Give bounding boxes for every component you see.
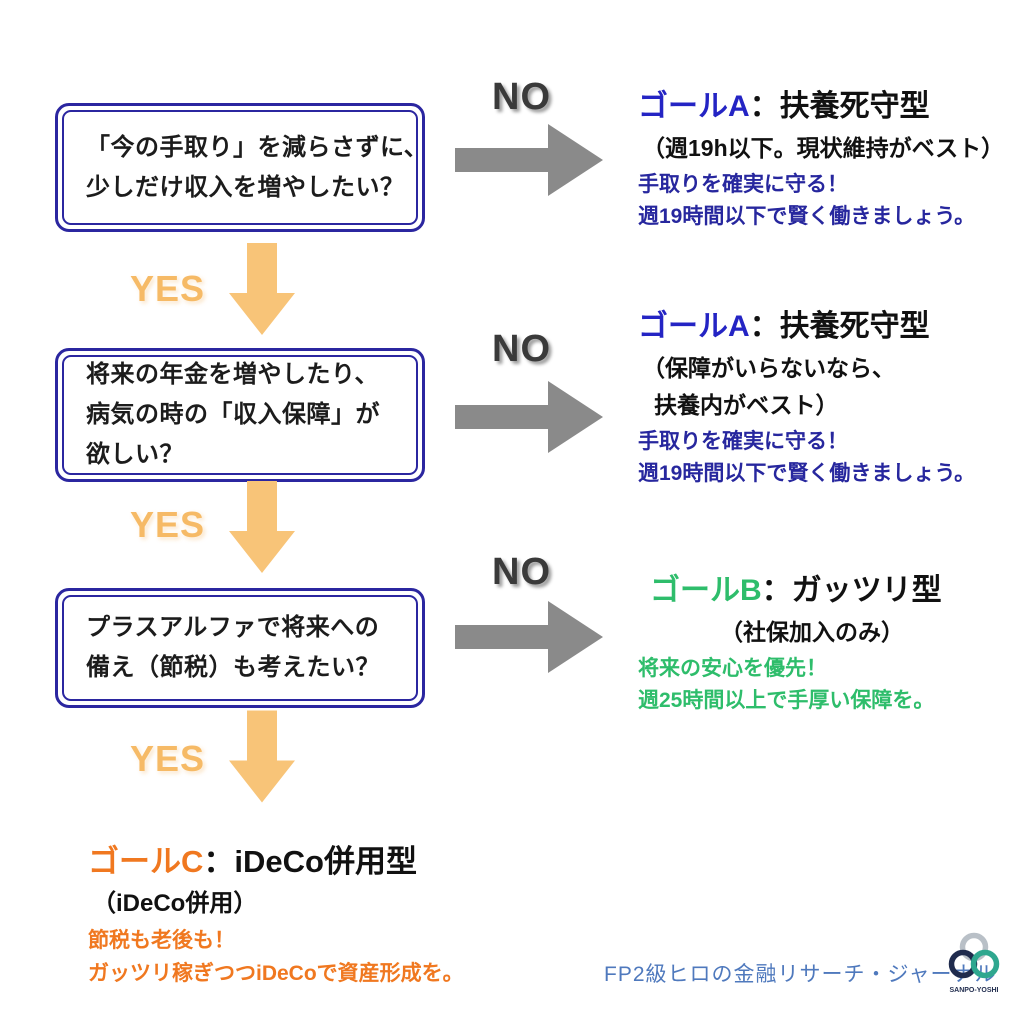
question-2-text: 将来の年金を増やしたり、 病気の時の「収入保障」が 欲しい？	[58, 351, 422, 479]
outcome-b-goal-label: ゴールB	[650, 574, 762, 607]
outcome-a1-subtitle-line: （週19h以下。現状維持がベスト）	[642, 135, 1005, 161]
no-label-1: NO	[492, 76, 551, 118]
outcome-goal-c: ゴールC：iDeCo併用型 （iDeCo併用） 節税も老後も！ ガッツリ稼ぎつつ…	[88, 840, 464, 990]
outcome-c-note-1: 節税も老後も！	[88, 929, 235, 952]
no-arrow-right-1-icon	[455, 124, 603, 196]
question-3-line-1: プラスアルファで将来への	[86, 614, 380, 641]
outcome-a2-note-1: 手取りを確実に守る！	[638, 430, 848, 453]
outcome-a1-note-1: 手取りを確実に守る！	[638, 173, 848, 196]
no-label-2: NO	[492, 328, 551, 370]
question-box-2-inner-frame	[62, 355, 418, 475]
outcome-goal-a-1: ゴールA：扶養死守型 （週19h以下。現状維持がベスト） 手取りを確実に守る！ …	[638, 86, 1004, 233]
no-arrow-right-2-icon	[455, 381, 603, 453]
question-2-line-2: 病気の時の「収入保障」が	[86, 401, 380, 428]
no-label-3: NO	[492, 551, 551, 593]
outcome-b-title-rest: ：ガッツリ型	[761, 574, 942, 607]
outcome-b-title: ゴールB：ガッツリ型	[650, 570, 942, 612]
outcome-b-note-1: 将来の安心を優先！	[638, 657, 827, 680]
question-box-2: 将来の年金を増やしたり、 病気の時の「収入保障」が 欲しい？	[55, 348, 425, 482]
outcome-goal-b: ゴールB：ガッツリ型 （社保加入のみ） 将来の安心を優先！ 週25時間以上で手厚…	[638, 570, 942, 717]
site-name: FP2級ヒロの金融リサーチ・ジャーナル	[604, 963, 997, 986]
outcome-a1-subtitle: （週19h以下。現状維持がベスト）	[642, 130, 1004, 167]
outcome-a2-title-rest: ：扶養死守型	[749, 310, 930, 343]
yes-arrow-down-2-icon	[229, 481, 295, 573]
outcome-a2-notes: 手取りを確実に守る！ 週19時間以下で賢く働きましょう。	[638, 426, 975, 490]
outcome-a2-goal-label: ゴールA	[638, 310, 750, 343]
outcome-c-title-rest: ：iDeCo併用型	[203, 844, 417, 879]
outcome-b-subtitle-line: （社保加入のみ）	[720, 619, 904, 645]
outcome-a1-note-2: 週19時間以下で賢く働きましょう。	[638, 205, 976, 228]
outcome-a2-subtitle: （保障がいらないなら、 扶養内がベスト）	[642, 350, 975, 424]
question-box-3-inner-frame	[62, 595, 418, 701]
outcome-a2-title: ゴールA：扶養死守型	[638, 306, 975, 348]
yes-label-3: YES	[130, 738, 206, 779]
yes-label-2: YES	[130, 504, 206, 545]
logo-caption: SANPO-YOSHI	[949, 987, 998, 994]
question-1-line-2: 少しだけ収入を増やしたい？	[86, 173, 405, 201]
outcome-c-subtitle: （iDeCo併用）	[92, 886, 464, 922]
outcome-b-subtitle: （社保加入のみ）	[720, 614, 942, 651]
outcome-a2-subtitle-line-1: （保障がいらないなら、	[642, 355, 895, 381]
outcome-a1-goal-label: ゴールA	[638, 90, 750, 123]
outcome-b-notes: 将来の安心を優先！ 週25時間以上で手厚い保障を。	[638, 653, 942, 717]
question-3-line-2: 備え（節税）も考えたい？	[86, 654, 380, 681]
question-box-1: 「今の手取り」を減らさずに、 少しだけ収入を増やしたい？	[55, 103, 429, 232]
outcome-goal-a-2: ゴールA：扶養死守型 （保障がいらないなら、 扶養内がベスト） 手取りを確実に守…	[638, 306, 975, 490]
outcome-a1-title: ゴールA：扶養死守型	[638, 86, 1004, 128]
outcome-c-note-2: ガッツリ稼ぎつつiDeCoで資産形成を。	[88, 962, 464, 985]
outcome-a1-notes: 手取りを確実に守る！ 週19時間以下で賢く働きましょう。	[638, 169, 1004, 233]
question-1-line-1: 「今の手取り」を減らさずに、	[86, 133, 429, 161]
yes-arrow-down-1-icon	[229, 243, 295, 335]
question-2-line-1: 将来の年金を増やしたり、	[86, 361, 380, 388]
question-box-3: プラスアルファで将来への 備え（節税）も考えたい？	[55, 588, 425, 708]
outcome-c-title: ゴールC：iDeCo併用型	[88, 840, 464, 884]
outcome-c-goal-label: ゴールC	[88, 844, 204, 879]
yes-label-1: YES	[130, 268, 206, 309]
outcome-a2-note-2: 週19時間以下で賢く働きましょう。	[638, 462, 976, 485]
outcome-b-note-2: 週25時間以上で手厚い保障を。	[638, 689, 935, 712]
yes-arrow-down-3-icon	[229, 710, 295, 803]
outcome-a2-subtitle-line-2: 扶養内がベスト）	[654, 392, 839, 418]
question-box-1-inner-frame	[62, 110, 418, 225]
sanpo-yoshi-logo-icon: SANPO-YOSHI	[948, 932, 1000, 994]
no-arrow-right-3-icon	[455, 601, 603, 673]
outcome-c-subtitle-line: （iDeCo併用）	[92, 890, 258, 917]
outcome-c-notes: 節税も老後も！ ガッツリ稼ぎつつiDeCoで資産形成を。	[88, 924, 464, 990]
question-1-text: 「今の手取り」を減らさずに、 少しだけ収入を増やしたい？	[58, 106, 429, 229]
question-3-text: プラスアルファで将来への 備え（節税）も考えたい？	[58, 591, 422, 705]
question-2-line-3: 欲しい？	[86, 441, 184, 468]
outcome-a1-title-rest: ：扶養死守型	[749, 90, 930, 123]
